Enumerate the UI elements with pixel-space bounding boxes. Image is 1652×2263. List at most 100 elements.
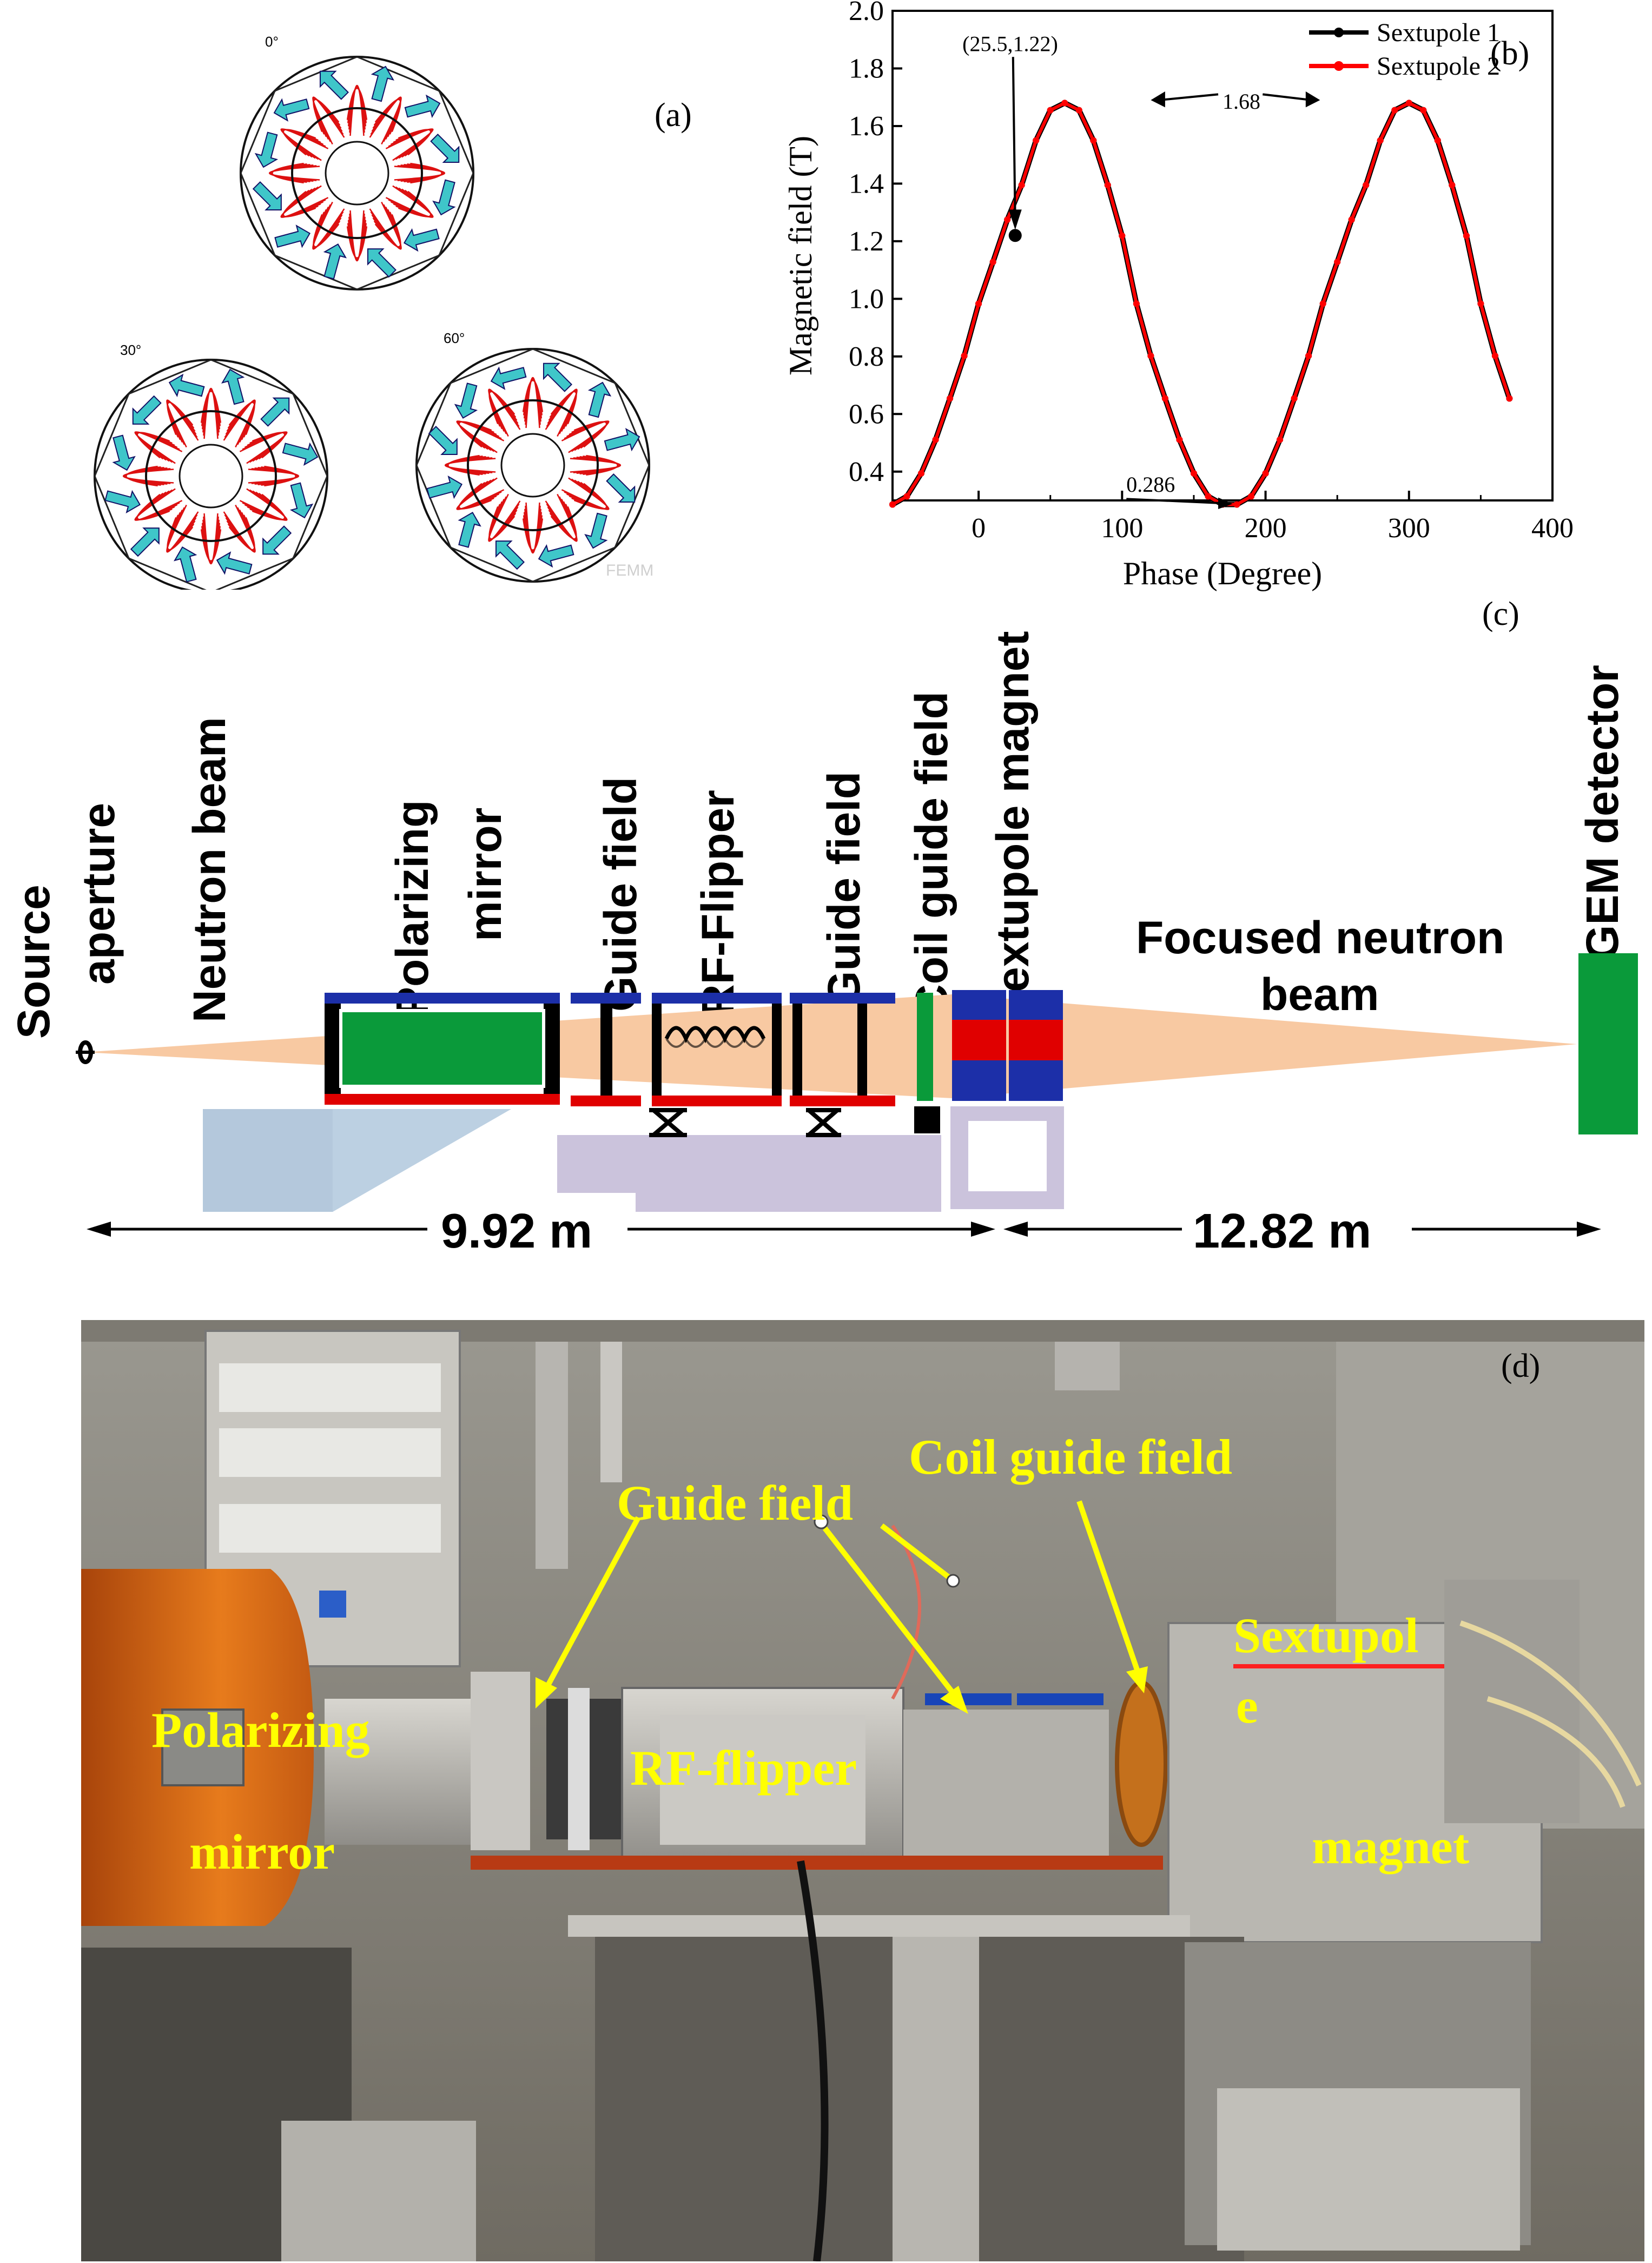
experiment-photo: [81, 1320, 1644, 2261]
legend-text-1: Sextupole 2: [1377, 52, 1500, 81]
gem-detector-block: [1578, 953, 1638, 1134]
magnetization-arrow-icon: [130, 527, 160, 557]
polarizing-mirror-block: [325, 993, 560, 1105]
y-tick-label: 2.0: [849, 0, 884, 27]
magnetization-arrow-icon: [221, 368, 245, 405]
magnetization-arrow-icon: [252, 181, 282, 211]
photo-label-guide-field: Guide field: [617, 1475, 854, 1530]
data-point: [947, 395, 954, 402]
data-point: [1348, 216, 1355, 223]
legend-text-0: Sextupole 1: [1377, 18, 1500, 47]
magnetization-arrow-icon: [367, 248, 397, 278]
magnetization-arrow-icon: [403, 228, 440, 252]
magnetization-arrow-icon: [426, 475, 463, 499]
data-point: [1176, 436, 1183, 443]
peak-arrow-left: [1159, 93, 1219, 102]
photo-label-mirror: mirror: [189, 1824, 335, 1879]
y-tick-label: 0.6: [849, 399, 884, 430]
y-tick-label: 1.2: [849, 226, 884, 257]
panel-a: 0° 30° 60° FEMM (a): [0, 0, 768, 593]
data-point: [1205, 493, 1212, 500]
data-point: [1319, 300, 1326, 307]
peak-arrowhead-right: [1305, 91, 1320, 108]
y-tick-label: 0.8: [849, 341, 884, 372]
magnetization-arrow-icon: [458, 511, 481, 548]
data-point: [1420, 107, 1427, 114]
data-point: [1104, 182, 1111, 189]
guide-field-2-block: [790, 993, 895, 1106]
angle-label-30: 30°: [120, 342, 142, 358]
peak-arrowhead-left: [1151, 91, 1165, 108]
y-tick-label: 0.4: [849, 457, 884, 487]
data-point: [918, 470, 924, 477]
magnetization-arrow-icon: [538, 544, 574, 568]
beamline-schematic: [76, 953, 1638, 1237]
magnetization-arrow-icon: [319, 70, 349, 100]
data-point: [1363, 182, 1370, 189]
data-point: [1463, 232, 1470, 239]
plot-frame: [891, 10, 1554, 502]
data-point: [1434, 137, 1441, 144]
data-point: [1248, 493, 1254, 500]
photo-label-sextupole-2: e: [1236, 1678, 1258, 1733]
annotation-peak: 1.68: [1223, 89, 1260, 114]
support-x-2: [806, 1108, 841, 1137]
annotation-arrowhead: [1008, 209, 1022, 230]
panel-label-b: (b): [1490, 35, 1530, 72]
magnetization-arrow-icon: [490, 366, 527, 390]
magnet-0: [240, 56, 474, 291]
magnet-60: [415, 348, 650, 583]
table-support: [557, 1135, 941, 1212]
support-x-1: [649, 1108, 687, 1137]
data-point: [889, 501, 896, 508]
panel-label-c: (c): [1482, 596, 1519, 632]
magnetization-arrow-icon: [273, 98, 310, 122]
magnetization-arrow-icon: [132, 395, 162, 425]
magnetization-arrow-icon: [584, 512, 608, 549]
data-point: [1090, 137, 1097, 144]
magnetization-arrow-icon: [606, 473, 636, 503]
x-axis-label: Phase (Degree): [1123, 556, 1322, 591]
data-point: [1377, 137, 1384, 144]
data-point: [1334, 259, 1341, 266]
x-tick-label: 200: [1245, 513, 1287, 544]
magnetization-arrow-icon: [404, 94, 441, 118]
label-focused-1: Focused neutron: [1136, 912, 1505, 963]
y-tick-label: 1.8: [849, 53, 884, 84]
highlight-point: [1008, 229, 1022, 242]
panel-label-a: (a): [655, 97, 692, 134]
data-point: [1477, 300, 1484, 307]
panel-d: (d) Coil guide field Guide field Polariz…: [81, 1320, 1644, 2261]
rf-flipper-block: [652, 993, 782, 1106]
magnetization-arrow-icon: [168, 373, 205, 398]
magnetization-arrow-icon: [432, 179, 456, 216]
data-point: [1075, 107, 1082, 114]
magnetization-arrow-icon: [274, 225, 311, 248]
distance-second: 12.82 m: [1193, 1204, 1372, 1258]
photo-label-rf-flipper: RF-flipper: [630, 1740, 857, 1796]
legend-marker-1: [1334, 61, 1344, 71]
data-point: [1191, 470, 1197, 477]
magnetization-arrow-icon: [112, 434, 136, 471]
legend-marker-0: [1334, 28, 1344, 37]
label-focused-2: beam: [1260, 969, 1379, 1020]
photo-label-sextupole-1: Sextupol: [1233, 1608, 1419, 1663]
beam-cone: [84, 994, 1577, 1098]
peak-arrow-right: [1263, 93, 1312, 102]
guide-field-1-block: [571, 993, 641, 1106]
magnetization-arrow-icon: [254, 131, 279, 168]
y-tick-label: 1.4: [849, 168, 884, 199]
femm-watermark: FEMM: [606, 562, 654, 579]
data-point: [1161, 395, 1168, 402]
data-point: [1233, 501, 1240, 508]
y-tick-label: 1.0: [849, 283, 884, 314]
coil-guide-field-block: [917, 993, 933, 1101]
magnetization-arrow-icon: [282, 442, 319, 466]
panel-c: (c) Source aperture Neutron beam Polariz…: [0, 595, 1652, 1277]
magnetization-arrow-icon: [428, 426, 458, 456]
magnetization-arrow-icon: [587, 381, 612, 418]
data-point: [1391, 107, 1398, 114]
x-tick-label: 400: [1531, 513, 1574, 544]
sextupole-magnet-block: [950, 990, 1064, 1209]
